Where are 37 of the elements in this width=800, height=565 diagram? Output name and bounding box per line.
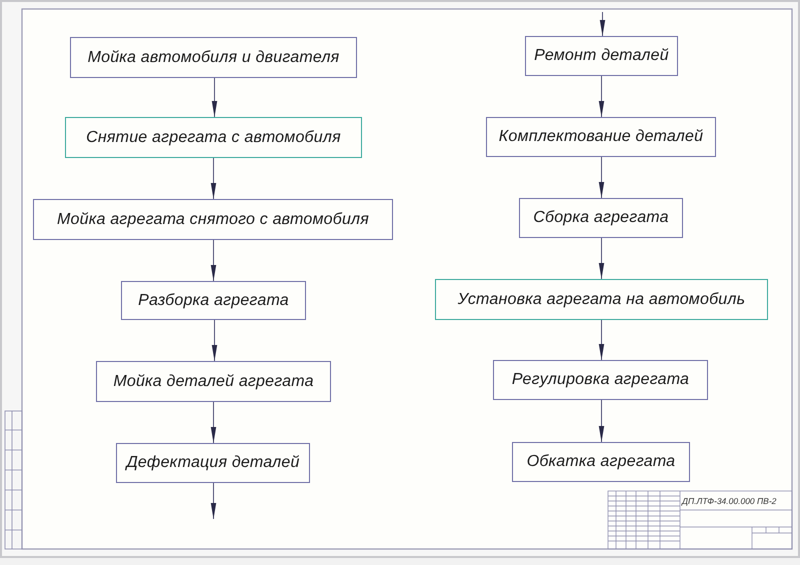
process-box	[33, 199, 393, 240]
step-text: Дефектация деталей	[126, 453, 300, 473]
arrow	[210, 482, 216, 520]
step-text: Разборка агрегата	[138, 290, 289, 310]
arrow	[212, 320, 218, 362]
arrow	[598, 238, 604, 280]
step-text: Комплектование деталей	[498, 127, 704, 147]
process-box	[70, 37, 357, 78]
step-text: Снятие агрегата с автомобиля	[86, 128, 341, 148]
step-text: Сборка агрегата	[533, 208, 669, 228]
arrow	[210, 402, 216, 444]
step-text: Обкатка агрегата	[526, 452, 676, 472]
arrow	[210, 158, 216, 200]
arrow	[598, 400, 604, 442]
process-box	[121, 281, 306, 320]
step-text: Мойка деталей агрегата	[113, 372, 314, 392]
step-text: Мойка автомобиля и двигателя	[88, 48, 340, 68]
process-box	[435, 279, 768, 320]
arrow	[210, 240, 216, 282]
drawing-code: ДП.ЛТФ-34.00.000 ПВ-2	[682, 496, 776, 507]
step-text: Ремонт деталей	[534, 46, 669, 66]
process-box	[512, 442, 690, 482]
step-text: Регулировка агрегата	[512, 370, 690, 390]
process-box	[519, 198, 683, 238]
process-box	[65, 117, 362, 158]
process-box	[525, 36, 678, 76]
arrow	[598, 156, 604, 198]
arrow	[212, 78, 218, 118]
process-box	[116, 443, 310, 483]
step-text: Мойка агрегата снятого с автомобиля	[56, 210, 370, 230]
process-box	[96, 361, 331, 402]
step-text: Установка агрегата на автомобиль	[458, 290, 746, 310]
arrow	[600, 12, 606, 36]
arrow	[598, 76, 604, 118]
process-box	[486, 117, 716, 157]
process-box	[493, 360, 708, 400]
arrow	[598, 320, 604, 360]
